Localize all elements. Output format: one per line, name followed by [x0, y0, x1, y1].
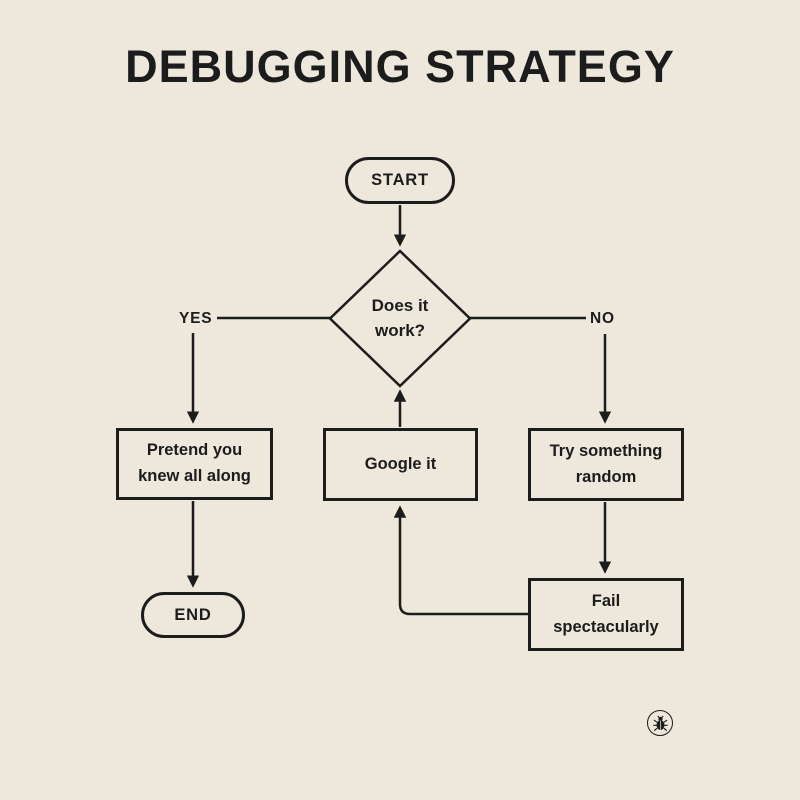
edge-fail-google	[393, 505, 528, 616]
node-fail-spectacularly: Fail spectacularly	[528, 578, 684, 651]
node-google-it: Google it	[323, 428, 478, 501]
node-end-label: END	[174, 605, 212, 624]
node-pretend-you-knew: Pretend you knew all along	[116, 428, 273, 500]
node-decision-label: Does it work?	[371, 295, 429, 341]
node-random-label: Try something random	[549, 441, 663, 486]
edge-label-no: NO	[590, 310, 615, 327]
node-pretend-label: Pretend you knew all along	[138, 441, 251, 485]
node-start: START	[345, 157, 455, 204]
edge-label-yes: YES	[179, 310, 213, 327]
bug-logo	[647, 710, 673, 736]
node-end: END	[141, 592, 245, 638]
node-try-something-random: Try something random	[528, 428, 684, 501]
bug-icon	[652, 715, 668, 731]
page-title: DEBUGGING STRATEGY	[125, 41, 675, 92]
decision-diamond-shape	[328, 249, 472, 388]
node-fail-label: Fail spectacularly	[553, 591, 659, 636]
node-google-label: Google it	[364, 454, 437, 473]
node-start-label: START	[371, 171, 429, 189]
node-decision: Does it work?	[340, 292, 460, 344]
